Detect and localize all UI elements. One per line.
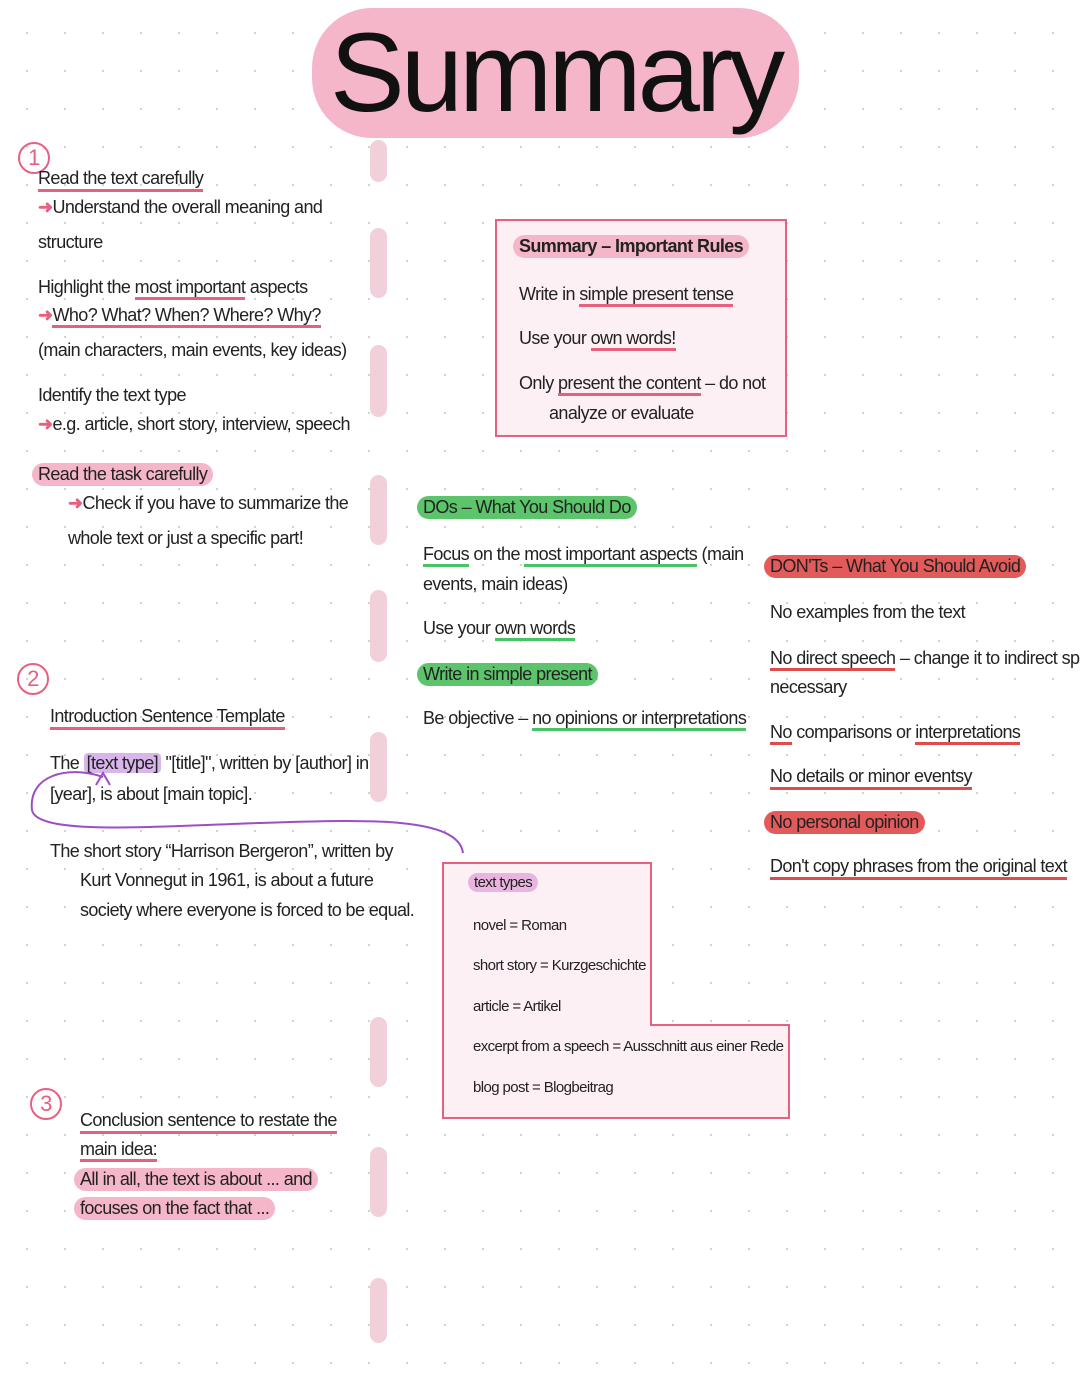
rule-1: Write in simple present tense xyxy=(519,284,734,307)
text-type-item: blog post = Blogbeitrag xyxy=(473,1079,614,1096)
conclusion-line-1: Conclusion sentence to restate the xyxy=(80,1110,337,1134)
dos-title: DOs – What You Should Do xyxy=(417,496,637,519)
do-1: Focus on the most important aspects (mai… xyxy=(423,544,744,567)
conclusion-line-3: All in all, the text is about ... and xyxy=(74,1168,318,1191)
read-task-detail: ➜Check if you have to summarize the xyxy=(68,493,349,513)
conclusion-line-4: focuses on the fact that ... xyxy=(74,1197,276,1220)
example-line-2: Kurt Vonnegut in 1961, is about a future xyxy=(80,870,374,890)
rule-2: Use your own words! xyxy=(519,328,676,351)
highlight-heading: Highlight the most important aspects xyxy=(38,277,308,300)
read-text-heading: Read the text carefully xyxy=(38,168,204,192)
text-type-item: short story = Kurzgeschichte xyxy=(473,957,646,974)
text-type-item: novel = Roman xyxy=(473,917,567,934)
identify-detail: ➜e.g. article, short story, interview, s… xyxy=(38,414,351,434)
example-line-1: The short story “Harrison Bergeron”, wri… xyxy=(50,841,394,861)
template-line-1: The [text type] "[title]", written by [a… xyxy=(50,753,369,773)
do-2: Use your own words xyxy=(423,618,576,641)
conclusion-line-2: main idea: xyxy=(80,1139,158,1162)
important-rules-box: Summary – Important Rules Write in simpl… xyxy=(495,219,787,437)
dont-1: No examples from the text xyxy=(770,602,966,622)
step-number-3: 3 xyxy=(30,1088,62,1120)
read-task-heading: Read the task carefully xyxy=(32,463,214,486)
connector-arrow-icon xyxy=(30,771,464,854)
read-task-detail-2: whole text or just a specific part! xyxy=(68,528,304,548)
dont-2: No direct speech – change it to indirect… xyxy=(770,648,1080,671)
dont-5: No personal opinion xyxy=(764,811,925,834)
dont-2-line-2: necessary xyxy=(770,677,847,697)
template-line-2: [year], is about [main topic]. xyxy=(50,784,253,804)
do-3: Write in simple present xyxy=(417,663,598,686)
text-type-item: excerpt from a speech = Ausschnitt aus e… xyxy=(473,1038,784,1055)
dont-6: Don't copy phrases from the original tex… xyxy=(770,856,1068,880)
do-4: Be objective – no opinions or interpreta… xyxy=(423,708,747,731)
intro-template-heading: Introduction Sentence Template xyxy=(50,706,285,730)
step-number-1: 1 xyxy=(18,142,50,174)
dont-4: No details or minor eventsy xyxy=(770,766,973,790)
read-text-detail: ➜Understand the overall meaning and xyxy=(38,197,323,217)
arrow-icon: ➜ xyxy=(38,197,53,217)
identify-heading: Identify the text type xyxy=(38,385,187,405)
highlight-detail-2: (main characters, main events, key ideas… xyxy=(38,340,347,360)
text-types-frame xyxy=(442,862,790,1119)
rule-3-line-2: analyze or evaluate xyxy=(549,403,694,423)
arrow-icon: ➜ xyxy=(38,305,53,325)
page-title: Summary xyxy=(312,8,800,138)
rule-3: Only present the content – do not xyxy=(519,373,766,396)
read-text-detail-2: structure xyxy=(38,232,103,252)
step-number-2: 2 xyxy=(17,663,49,695)
donts-title: DON'Ts – What You Should Avoid xyxy=(764,555,1027,578)
rules-title: Summary – Important Rules xyxy=(513,235,750,258)
arrow-icon: ➜ xyxy=(38,414,53,434)
dont-3: No comparisons or interpretations xyxy=(770,722,1021,745)
highlight-detail: ➜Who? What? When? Where? Why? xyxy=(38,305,321,328)
arrow-icon: ➜ xyxy=(68,493,83,513)
example-line-3: society where everyone is forced to be e… xyxy=(80,900,415,920)
text-types-title: text types xyxy=(468,873,539,892)
do-1-line-2: events, main ideas) xyxy=(423,574,568,594)
text-type-item: article = Artikel xyxy=(473,998,561,1015)
